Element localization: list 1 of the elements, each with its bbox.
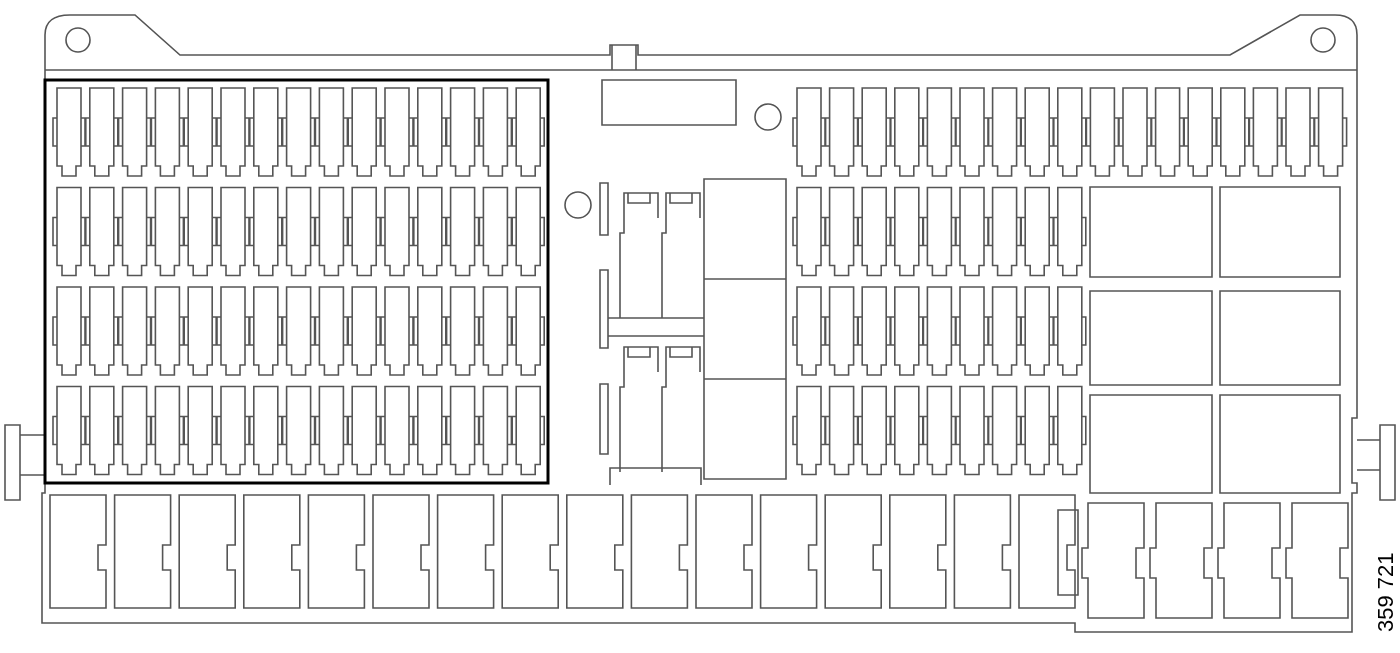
part-number: 359 721 (1373, 552, 1399, 632)
